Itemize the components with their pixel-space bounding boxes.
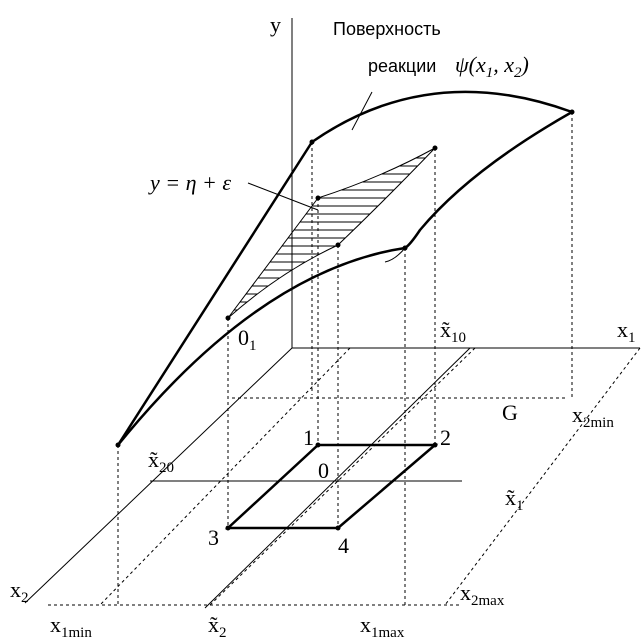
ground-grid (48, 347, 641, 606)
surface-title-line1: Поверхность (333, 19, 441, 39)
x1-axis-label: x1 (617, 317, 636, 346)
corner-1-label: 1 (303, 425, 314, 450)
psi-expression: ψ(x1, x2) (455, 52, 529, 81)
response-equation: y = η + ε (148, 170, 231, 195)
origin-zero-label: 0 (318, 458, 329, 483)
corner-4-label: 4 (338, 533, 349, 558)
corner-3-label: 3 (208, 525, 219, 550)
points (115, 109, 575, 531)
response-leader (247, 182, 319, 211)
surface-title-line2: реакции (368, 56, 436, 76)
x-1min-label: x1min (50, 612, 92, 641)
projection-lines (117, 112, 573, 605)
x2-axis-label: x2 (10, 577, 29, 606)
surface-leader (351, 91, 373, 131)
origin-o1-label: 01 (238, 325, 257, 354)
x2-axis (24, 347, 293, 604)
response-surface (116, 90, 573, 446)
x-tilde-20-label: x̃20 (148, 447, 174, 476)
y-axis-label: y (270, 12, 281, 37)
region-g-label: G (502, 400, 518, 425)
x-tilde-2-axis (204, 347, 471, 609)
x-tilde-2-label: x̃2 (208, 612, 227, 641)
x-1max-label: x1max (360, 612, 405, 641)
x-tilde-10-label: x̃10 (440, 317, 466, 346)
x-2min-label: x2min (572, 402, 614, 431)
x-tilde-1-label: x̃1 (505, 485, 524, 514)
corner-2-label: 2 (440, 425, 451, 450)
x-2max-label: x2max (460, 580, 505, 609)
